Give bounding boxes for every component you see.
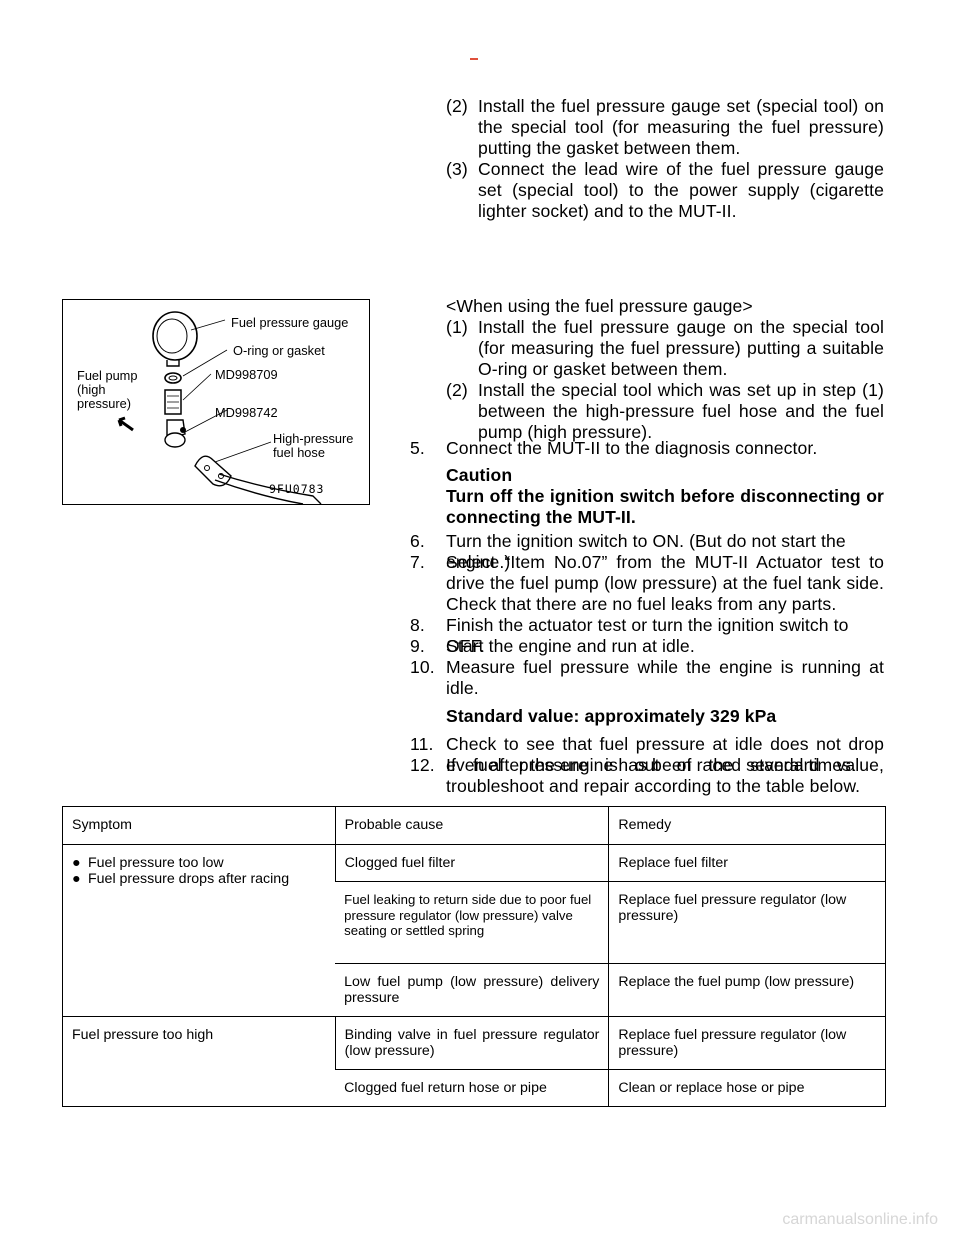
- remedy-cell: Replace fuel pressure regulator (low pre…: [608, 1015, 886, 1069]
- step-text: Install the fuel pressure gauge set (spe…: [478, 96, 884, 158]
- fuel-gauge-figure: Fuel pressure gauge O-ring or gasket Fue…: [62, 299, 370, 505]
- header-probable-cause: Probable cause: [334, 806, 609, 845]
- step-text: Check to see that fuel pressure at idle …: [446, 734, 884, 775]
- bullet-icon: ●: [72, 871, 81, 887]
- symptom-text: Fuel pressure drops after racing: [88, 871, 290, 887]
- step-6: 6. Turn the ignition switch to ON. (But …: [410, 531, 884, 573]
- top-step-3: (3) Connect the lead wire of the fuel pr…: [446, 159, 884, 222]
- standard-value: Standard value: approximately 329 kPa: [446, 706, 777, 726]
- step-text: Measure fuel pressure while the engine i…: [446, 657, 884, 698]
- step-8: 8. Finish the actuator test or turn the …: [410, 615, 884, 657]
- step-text: If fuel pressure is out of the standard …: [446, 755, 884, 796]
- step-9: 9. Start the engine and run at idle.: [410, 636, 884, 657]
- step-text: Select “Item No.07” from the MUT-II Actu…: [446, 552, 884, 614]
- step-number: 7.: [410, 552, 425, 572]
- caution-title: Caution: [446, 465, 513, 485]
- gauge-step-1: (1) Install the fuel pressure gauge on t…: [446, 317, 884, 380]
- table-row: ● Fuel pressure too low ● Fuel pressure …: [62, 844, 886, 1016]
- troubleshooting-table: Symptom Probable cause Remedy ● Fuel pre…: [62, 806, 886, 1107]
- table-row: Fuel leaking to return side due to poor …: [63, 881, 886, 963]
- label-high-pressure-1: High-pressure: [273, 431, 354, 446]
- label-high-pressure-2: fuel hose: [273, 445, 325, 460]
- remedy-cell: Clean or replace hose or pipe: [608, 1068, 886, 1106]
- gauge-step-2: (2) Install the special tool which was s…: [446, 380, 884, 443]
- remedy-cell: Replace fuel pressure regulator (low pre…: [608, 881, 886, 963]
- table-row: Clogged fuel return hose or pipe Clean o…: [63, 1068, 886, 1106]
- remedy-cell: Replace fuel filter: [608, 844, 886, 882]
- step-number: 8.: [410, 615, 425, 635]
- table-header-row: Symptom Probable cause Remedy: [63, 806, 886, 845]
- step-text: Connect the MUT-II to the diagnosis conn…: [446, 438, 818, 458]
- step-11: 11. Check to see that fuel pressure at i…: [410, 734, 884, 776]
- step-text: Install the fuel pressure gauge on the s…: [478, 317, 884, 379]
- header-symptom: Symptom: [72, 817, 132, 833]
- step-text: Start the engine and run at idle.: [446, 636, 695, 656]
- label-fuel-pump-1: Fuel pump: [77, 368, 138, 383]
- figure-code: 9FU0783: [269, 482, 325, 496]
- step-7: 7. Select “Item No.07” from the MUT-II A…: [410, 552, 884, 615]
- cause-cell: Binding valve in fuel pressure regulator…: [334, 1015, 609, 1069]
- step-5: 5. Connect the MUT-II to the diagnosis c…: [410, 438, 884, 459]
- step-10: 10. Measure fuel pressure while the engi…: [410, 657, 884, 699]
- label-fuel-pressure-gauge: Fuel pressure gauge: [231, 315, 349, 330]
- table-row: Low fuel pump (low pressure) delivery pr…: [63, 962, 886, 1016]
- caution-text: Turn off the ignition switch before disc…: [446, 486, 884, 527]
- gauge-heading: <When using the fuel pressure gauge>: [446, 296, 753, 316]
- step-number: 10.: [410, 657, 435, 677]
- cause-cell: Clogged fuel filter: [334, 844, 609, 882]
- label-o-ring: O-ring or gasket: [233, 343, 325, 358]
- symptom-item: ● Fuel pressure too low: [72, 855, 326, 871]
- header-remedy: Remedy: [608, 806, 886, 845]
- step-text: Install the special tool which was set u…: [478, 380, 884, 442]
- symptom-item: ● Fuel pressure drops after racing: [72, 871, 326, 887]
- cause-cell: Fuel leaking to return side due to poor …: [335, 881, 609, 963]
- step-number: 12.: [410, 755, 435, 775]
- symptom-text: Fuel pressure too low: [88, 855, 224, 871]
- step-12: 12. If fuel pressure is out of the stand…: [410, 755, 884, 797]
- header-mark: [470, 58, 478, 60]
- table-row: Fuel pressure too high Binding valve in …: [62, 1015, 886, 1106]
- step-text: Finish the actuator test or turn the ign…: [446, 615, 849, 656]
- symptom-high-cell: Fuel pressure too high: [62, 1015, 336, 1106]
- bullet-icon: ●: [72, 855, 81, 871]
- fuel-gauge-illustration: [117, 311, 322, 504]
- label-fuel-pump-2: (high: [77, 382, 106, 397]
- label-md998709: MD998709: [215, 367, 278, 382]
- cause-cell: Low fuel pump (low pressure) delivery pr…: [335, 962, 609, 1016]
- step-number: (3): [446, 159, 468, 179]
- label-fuel-pump-3: pressure): [77, 396, 132, 411]
- cause-cell: Clogged fuel return hose or pipe: [335, 1068, 609, 1106]
- step-number: (1): [446, 317, 468, 337]
- top-step-2: (2) Install the fuel pressure gauge set …: [446, 96, 884, 159]
- step-text: Connect the lead wire of the fuel pressu…: [478, 159, 884, 221]
- step-number: (2): [446, 380, 468, 400]
- label-md998742: MD998742: [215, 405, 278, 420]
- watermark: carmanualsonline.info: [782, 1211, 938, 1228]
- remedy-cell: Replace the fuel pump (low pressure): [608, 962, 886, 1016]
- step-number: 9.: [410, 636, 425, 656]
- step-text: Turn the ignition switch to ON. (But do …: [446, 531, 846, 572]
- step-number: 6.: [410, 531, 425, 551]
- step-number: 5.: [410, 438, 425, 458]
- step-number: (2): [446, 96, 468, 116]
- symptom-low-cell: ● Fuel pressure too low ● Fuel pressure …: [62, 844, 336, 1016]
- step-number: 11.: [410, 734, 434, 754]
